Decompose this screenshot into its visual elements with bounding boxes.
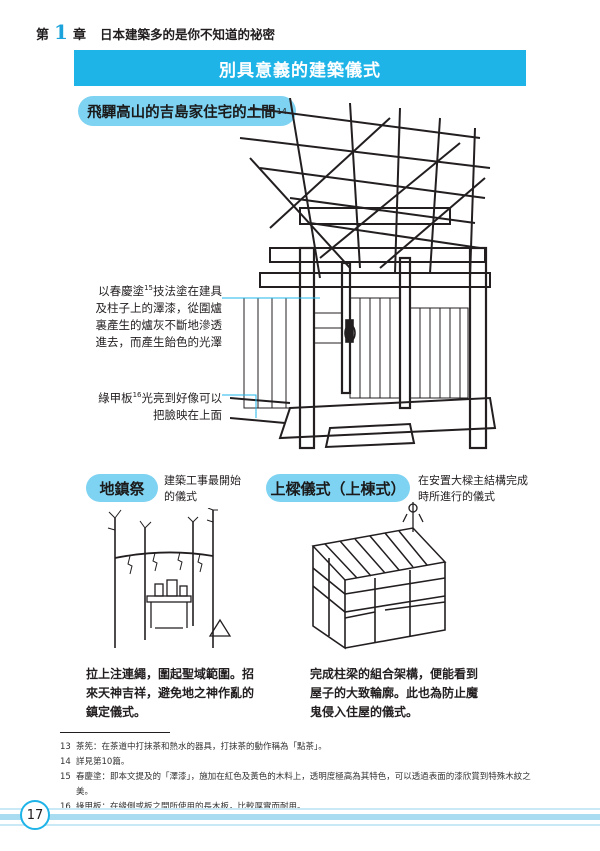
jichinsai-illustration: [107, 508, 232, 648]
callout-leaders: [222, 297, 320, 418]
callout-1-pre: 以春慶塗: [98, 283, 145, 298]
section-title-jotoshiki: 上樑儀式（上棟式）: [266, 474, 410, 502]
footnote-ref-15: 15: [144, 284, 153, 292]
roof-rafters: [311, 527, 447, 581]
page-title: 別具意義的建築儀式: [219, 60, 381, 81]
callout-2-pre: 綠甲板: [98, 390, 133, 405]
jichinsai-caption: 拉上注連繩，圍起聖域範圍。招來天神吉祥，避免地之神作亂的鎮定儀式。: [86, 667, 255, 719]
raised-floor: [230, 396, 497, 449]
bamboo-leaves: [107, 508, 218, 531]
altar-table: [146, 579, 192, 629]
jichinsai-label: 地鎮祭: [99, 479, 145, 498]
footer-stripe: [0, 814, 600, 820]
footnote-ref-16: 16: [132, 391, 142, 399]
gohei-ornament-icon: [402, 502, 424, 532]
sand-mound: [208, 618, 232, 637]
lantern-icon: [344, 319, 356, 343]
shimenawa-rope: [114, 551, 214, 559]
jichinsai-note: 建築工事最開始的儀式: [164, 474, 241, 503]
timber-frame: [312, 546, 446, 650]
doma-interior-illustration: [230, 98, 497, 450]
callout-1-post: 技法塗在建具及柱子上的澤漆，從圍爐裏產生的爐灰不斷地滲透進去，而產生飴色的光澤: [95, 283, 223, 349]
jotoshiki-note: 在安置大樑主結構完成時所進行的儀式: [418, 474, 528, 503]
page-number: 17: [20, 800, 50, 830]
callout-2-post: 光亮到好像可以把臉映在上面: [141, 390, 223, 422]
shide-paper-streamers: [127, 551, 203, 575]
chapter-title: 日本建築多的是你不知道的祕密: [99, 27, 275, 42]
chapter-header: 第 1 章 日本建築多的是你不知道的祕密: [36, 20, 275, 44]
section-title-jichinsai: 地鎮祭: [86, 474, 158, 502]
chapter-prefix: 第: [36, 28, 50, 43]
roof-beams: [239, 98, 491, 288]
footnote-ref-14: 14: [276, 106, 287, 116]
jotoshiki-frame-illustration: [311, 502, 447, 650]
section-title-text: 飛驒高山的吉島家住宅的土間: [87, 104, 276, 121]
jotoshiki-caption: 完成柱梁的組合架構，便能看到屋子的大致輪廓。此也為防止魔鬼侵入住屋的儀式。: [310, 667, 479, 719]
chapter-number: 1: [54, 20, 68, 44]
callout-shunkei-lacquer: 以春慶塗15技法塗在建具及柱子上的澤漆，從圍爐裏產生的爐灰不斷地滲透進去，而產生…: [92, 280, 223, 351]
bamboo-poles: [114, 510, 214, 648]
page-title-banner: 別具意義的建築儀式: [74, 50, 526, 86]
footer-band: [0, 808, 600, 826]
footnote-divider: [60, 732, 170, 733]
callout-engawa-board: 綠甲板16光亮到好像可以把臉映在上面: [92, 387, 222, 424]
chapter-suffix: 章: [72, 28, 86, 43]
sliding-doors: [243, 297, 469, 409]
jotoshiki-label: 上樑儀式（上棟式）: [270, 479, 406, 498]
